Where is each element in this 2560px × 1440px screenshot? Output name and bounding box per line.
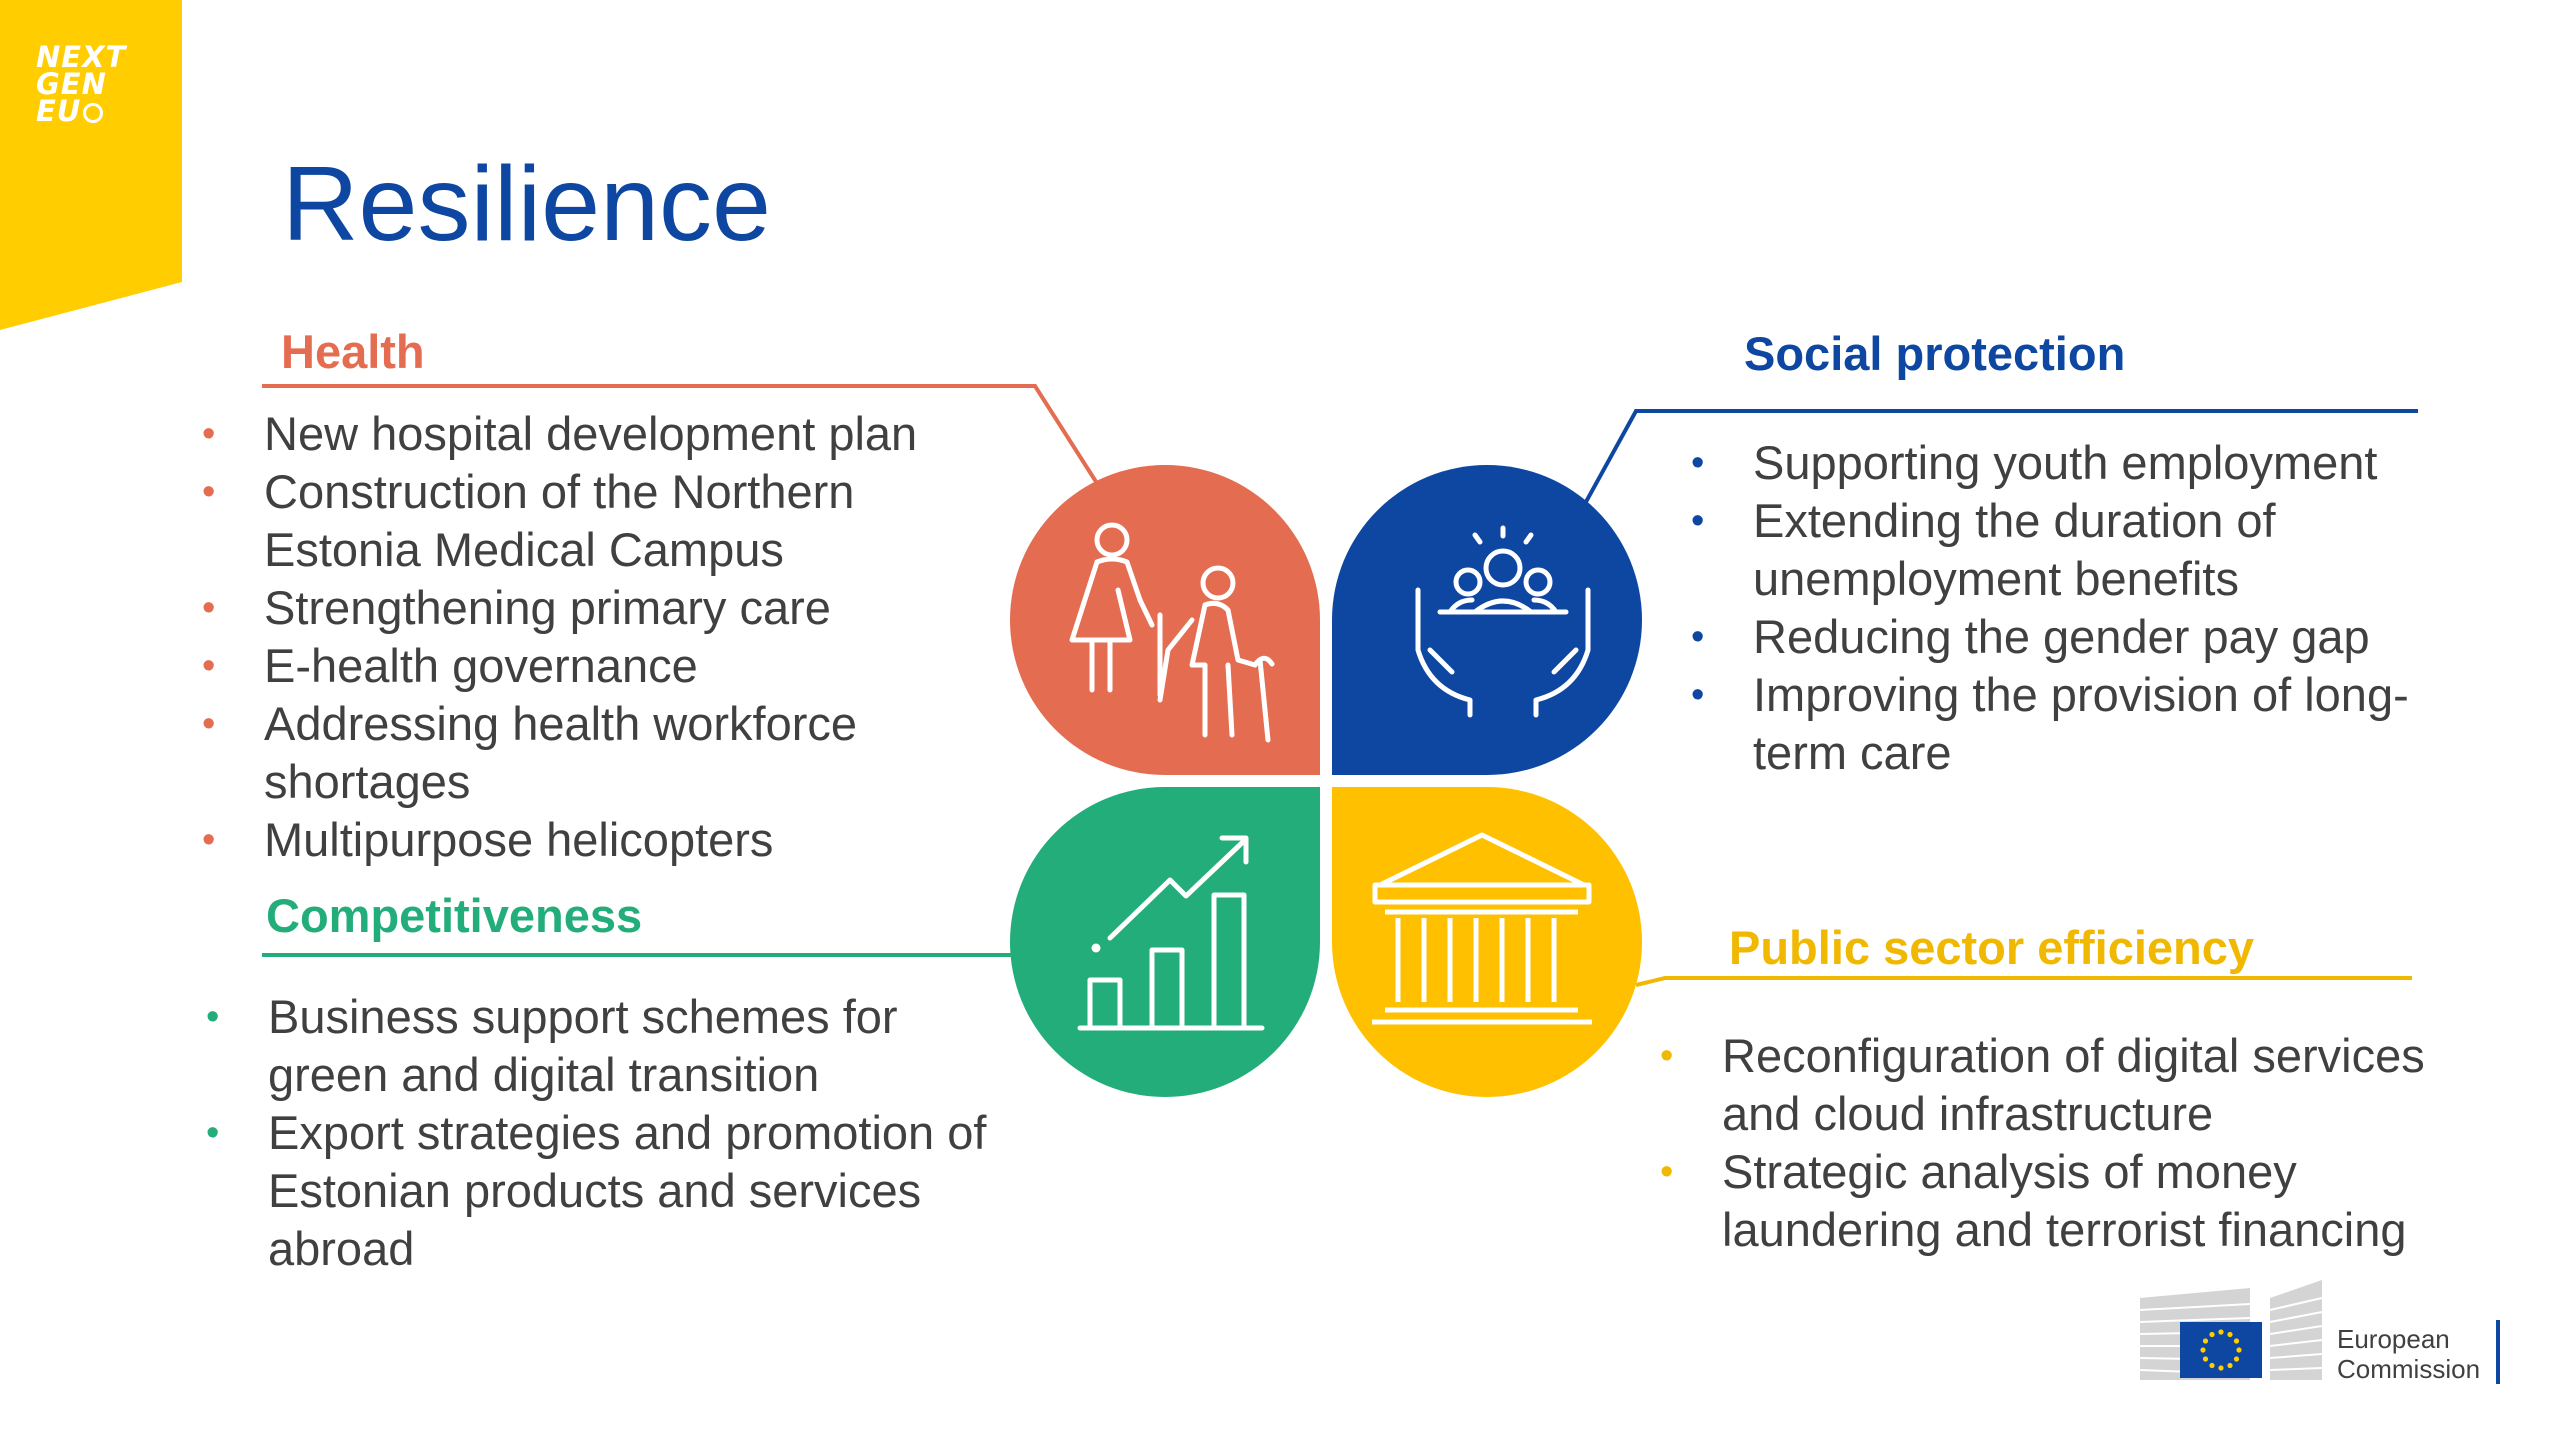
logo-line-2: Commission xyxy=(2337,1354,2481,1384)
public-sector-heading: Public sector efficiency xyxy=(1729,921,2255,974)
list-item: Strategic analysis of money laundering a… xyxy=(1660,1143,2482,1259)
people-in-hands-icon xyxy=(1415,525,1591,718)
health-list: New hospital development plan Constructi… xyxy=(202,405,1024,869)
nextgeneu-logo-text: NEXT GEN EU xyxy=(36,40,156,128)
list-item: Addressing health workforce shortages xyxy=(202,695,1024,811)
list-item: Improving the provision of long-term car… xyxy=(1691,666,2453,782)
list-item: Reconfiguration of digital services and … xyxy=(1660,1027,2482,1143)
list-item: Supporting youth employment xyxy=(1691,434,2453,492)
badge-circle-icon xyxy=(83,103,104,123)
european-commission-wordmark: European Commission xyxy=(2337,1324,2480,1384)
list-item: Extending the duration of unemployment b… xyxy=(1691,492,2453,608)
social-petal xyxy=(1332,465,1642,775)
list-item: Strengthening primary care xyxy=(202,579,1024,637)
elderly-people-icon xyxy=(1069,522,1275,743)
list-item: Reducing the gender pay gap xyxy=(1691,608,2453,666)
health-petal xyxy=(1010,465,1320,775)
badge-line-3: EU xyxy=(36,94,82,128)
list-item: E-health governance xyxy=(202,637,1024,695)
competitiveness-heading: Competitiveness xyxy=(266,889,643,942)
competitiveness-petal xyxy=(1010,787,1320,1097)
competitiveness-list: Business support schemes for green and d… xyxy=(206,988,1028,1278)
list-item: Construction of the Northern Estonia Med… xyxy=(202,463,1024,579)
public-connector-line xyxy=(1635,976,2412,987)
nextgeneu-badge xyxy=(0,0,182,330)
health-heading: Health xyxy=(281,325,425,378)
list-item: Export strategies and promotion of Eston… xyxy=(206,1104,1028,1278)
public-petal xyxy=(1332,787,1642,1097)
growth-chart-icon xyxy=(1077,835,1265,1031)
european-commission-logo xyxy=(2139,1280,2500,1384)
government-building-icon xyxy=(1372,832,1592,1025)
social-protection-list: Supporting youth employment Extending th… xyxy=(1691,434,2453,782)
page-title: Resilience xyxy=(282,145,772,263)
social-protection-heading: Social protection xyxy=(1744,327,2126,380)
badge-line-1: NEXT xyxy=(36,40,127,74)
list-item: Business support schemes for green and d… xyxy=(206,988,1028,1104)
public-sector-list: Reconfiguration of digital services and … xyxy=(1660,1027,2482,1259)
badge-line-2: GEN xyxy=(36,67,107,101)
list-item: New hospital development plan xyxy=(202,405,1024,463)
list-item: Multipurpose helicopters xyxy=(202,811,1024,869)
logo-line-1: European xyxy=(2337,1324,2450,1354)
